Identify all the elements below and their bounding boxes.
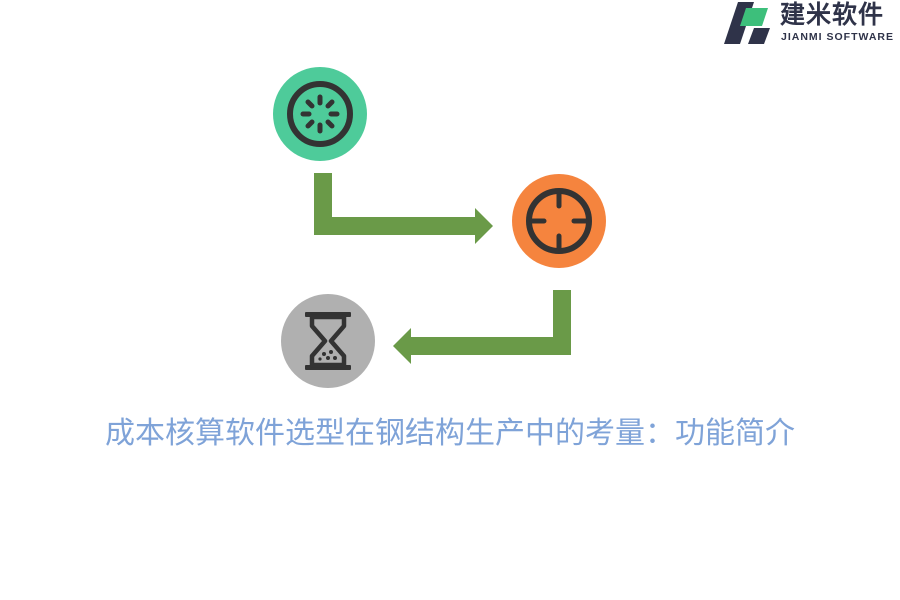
- page-title: 成本核算软件选型在钢结构生产中的考量：功能简介: [105, 416, 795, 451]
- jianmi-logo-icon: [724, 2, 770, 44]
- crosshair-target-icon: [526, 188, 592, 254]
- flow-arrow-1: [314, 173, 493, 244]
- hourglass-icon: [305, 312, 351, 370]
- logo-subtitle: JIANMI SOFTWARE: [781, 31, 895, 43]
- step-node-2: [512, 174, 606, 268]
- loading-dial-icon: [287, 81, 353, 147]
- step-node-1: [273, 67, 367, 161]
- brand-logo: 建米软件 JIANMI SOFTWARE: [724, 0, 900, 48]
- flow-arrow-2: [393, 290, 571, 364]
- logo-name: 建米软件: [780, 0, 885, 29]
- step-node-3: [281, 294, 375, 388]
